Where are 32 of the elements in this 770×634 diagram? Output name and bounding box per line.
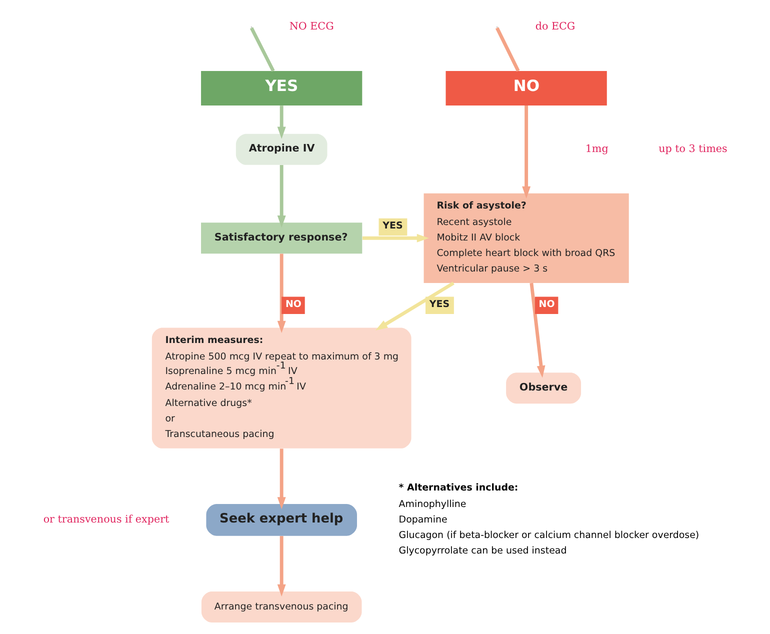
- edge-label: NO: [285, 298, 302, 310]
- connector: [250, 27, 275, 72]
- edge-label: YES: [429, 298, 450, 310]
- node-box: Observe: [506, 372, 582, 404]
- node-box: Risk of asystole? Recent asystole Mobitz II AV block Complete heart block with broad QRS Ventricular pause > 3 s: [424, 193, 629, 283]
- arrow: [277, 448, 286, 510]
- label: Dopamine: [398, 514, 448, 526]
- arrow: [522, 106, 531, 199]
- label: up to 3 times: [658, 143, 728, 156]
- label: or transvenous if expert: [43, 514, 170, 526]
- label: 1mg: [585, 143, 608, 156]
- label: do ECG: [535, 20, 576, 33]
- arrow: [277, 106, 286, 139]
- label: Glucagon (if beta-blocker or calcium channel blocker overdose): [398, 530, 700, 541]
- edge-label: NO: [538, 298, 555, 310]
- arrow: [277, 254, 286, 333]
- node-box: Atropine IV: [236, 134, 328, 165]
- node-box: YES: [201, 71, 362, 106]
- label: * Alternatives include:: [398, 482, 518, 494]
- connector: [496, 27, 520, 72]
- node-box: Satisfactory response?: [201, 222, 362, 254]
- arrow: [530, 282, 546, 378]
- label: Aminophylline: [398, 498, 466, 510]
- arrow: [277, 165, 286, 228]
- label: Glycopyrrolate can be used instead: [398, 545, 567, 556]
- edge-label: YES: [382, 220, 403, 232]
- node-box: NO: [446, 71, 607, 106]
- arrow: [277, 536, 286, 596]
- node-box: Seek expert help: [206, 504, 357, 536]
- arrow: [362, 234, 429, 242]
- label: NO ECG: [289, 20, 334, 33]
- node-box: Arrange transvenous pacing: [201, 591, 362, 622]
